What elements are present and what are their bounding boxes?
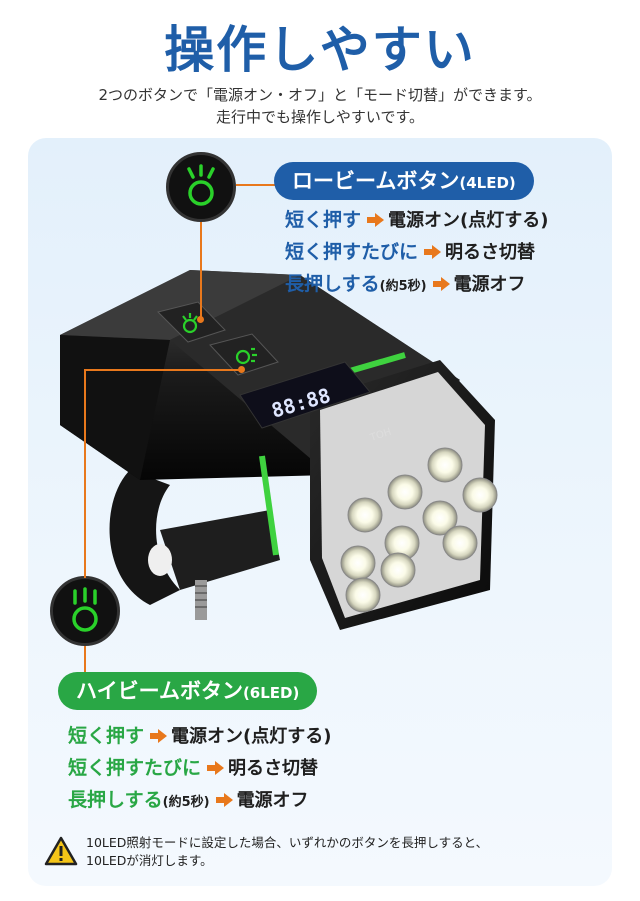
low-beam-op-2: 短く押すたびに明るさ切替 <box>285 241 536 263</box>
high-beam-button-closeup <box>50 576 120 646</box>
low-beam-icon <box>187 164 215 206</box>
low-beam-label-text: ロービームボタン <box>292 169 460 193</box>
high-beam-leader-down <box>84 646 86 674</box>
high-beam-leader-h <box>84 369 240 371</box>
bike-light-illustration: 88:88 TOH <box>60 270 498 630</box>
arrow-right-icon <box>367 213 385 227</box>
high-beam-label: ハイビームボタン(6LED) <box>58 672 318 710</box>
arrow-right-icon <box>432 277 450 291</box>
arrow-right-icon <box>150 729 168 743</box>
warning-note: 10LED照射モードに設定した場合、いずれかのボタンを長押しすると、 10LED… <box>86 834 488 870</box>
high-beam-label-text: ハイビームボタン <box>76 679 243 703</box>
warning-line-1: 10LED照射モードに設定した場合、いずれかのボタンを長押しすると、 <box>86 835 489 850</box>
high-beam-op-2: 短く押すたびに明るさ切替 <box>68 757 319 779</box>
low-beam-op-3: 長押しする(約5秒)電源オフ <box>285 273 526 295</box>
high-beam-op-3: 長押しする(約5秒)電源オフ <box>68 789 309 811</box>
page-title: 操作しやすい <box>164 21 476 79</box>
high-beam-leader-dot <box>238 366 245 373</box>
subtitle-line-2: 走行中でも操作しやすいです。 <box>216 108 424 126</box>
high-beam-icon <box>72 587 98 632</box>
low-beam-label: ロービームボタン(4LED) <box>274 162 534 200</box>
high-beam-operations: 短く押す電源オン(点灯する) 短く押すたびに明るさ切替 長押しする(約5秒)電源… <box>68 720 331 816</box>
high-beam-op-1: 短く押す電源オン(点灯する) <box>68 725 332 747</box>
high-beam-leader-v <box>84 370 86 578</box>
high-beam-led-count: (6LED) <box>242 684 300 702</box>
warning-line-2: 10LEDが消灯します。 <box>86 853 213 868</box>
low-beam-operations: 短く押す電源オン(点灯する) 短く押すたびに明るさ切替 長押しする(約5秒)電源… <box>285 204 548 300</box>
arrow-right-icon <box>424 245 442 259</box>
low-beam-button-closeup <box>166 152 236 222</box>
low-beam-led-count: (4LED) <box>459 174 516 192</box>
low-beam-leader-dot <box>197 316 204 323</box>
arrow-right-icon <box>207 761 225 775</box>
low-beam-leader-v <box>200 222 202 320</box>
arrow-right-icon <box>215 793 233 807</box>
low-beam-op-1: 短く押す電源オン(点灯する) <box>285 209 549 231</box>
subtitle-line-1: 2つのボタンで「電源オン・オフ」と「モード切替」ができます。 <box>98 86 542 104</box>
warning-icon <box>44 836 78 866</box>
low-beam-leader-h <box>236 184 276 186</box>
